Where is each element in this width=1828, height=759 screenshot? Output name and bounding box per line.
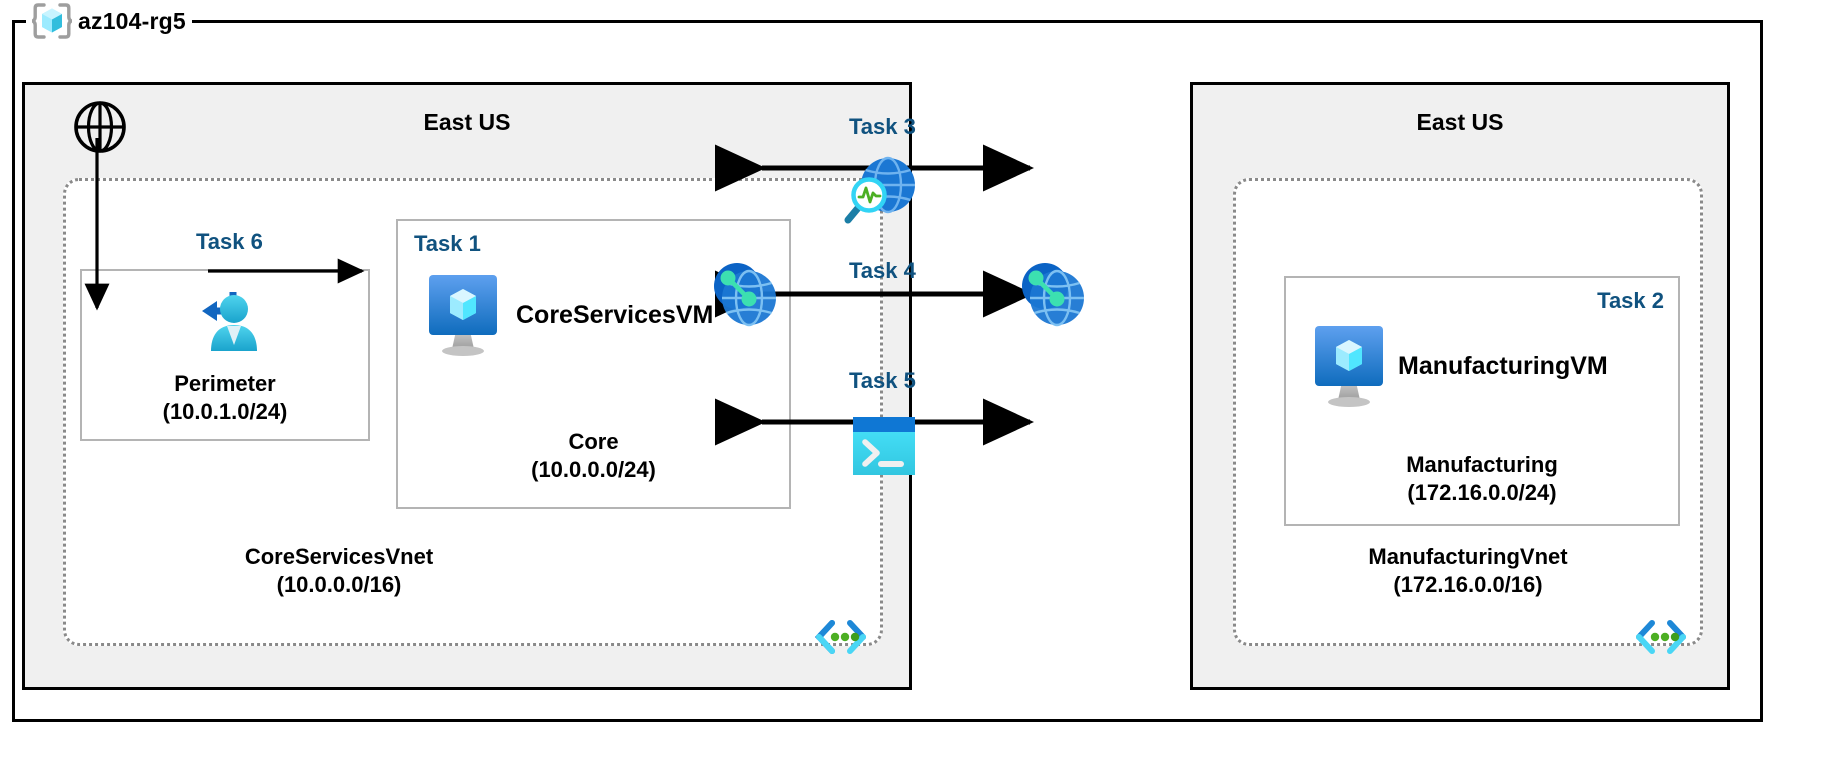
vnet-manufacturingvnet-name: ManufacturingVnet — [1368, 543, 1568, 569]
vnet-manufacturingvnet-caption: ManufacturingVnet (172.16.0.0/16) — [1236, 543, 1700, 599]
subnet-core-cidr: (10.0.0.0/24) — [531, 457, 656, 483]
subnet-manufacturing: Task 2 — [1284, 276, 1680, 526]
subnet-core-name: Core — [568, 428, 619, 454]
virtual-machine-icon — [1312, 324, 1386, 410]
subnet-perimeter-cidr: (10.0.1.0/24) — [162, 399, 288, 425]
network-watcher-globe-magnifier-icon — [838, 152, 928, 232]
globe-internet-icon — [72, 99, 128, 155]
vnet-peering-icon — [710, 258, 780, 330]
subnet-manufacturing-cidr: (172.16.0.0/24) — [1407, 480, 1557, 506]
region-label-left: East US — [423, 109, 511, 135]
subnet-perimeter: Perimeter (10.0.1.0/24) — [80, 269, 370, 441]
azure-bastion-user-icon — [187, 289, 263, 355]
region-label-right: East US — [1416, 109, 1504, 135]
subnet-perimeter-caption: Perimeter (10.0.1.0/24) — [82, 370, 368, 427]
subnet-perimeter-name: Perimeter — [174, 370, 276, 396]
subnet-core: Task 1 — [396, 219, 791, 509]
resource-group-name: az104-rg5 — [78, 7, 186, 34]
vnet-angle-brackets-icon — [812, 615, 870, 659]
task-label-2: Task 2 — [1597, 288, 1664, 313]
vnet-coreservicesvnet: Perimeter (10.0.1.0/24) Task 6 Task 1 — [63, 178, 883, 654]
region-panel-left: East US — [22, 82, 912, 690]
task-label-4: Task 4 — [849, 258, 916, 283]
task-label-5: Task 5 — [849, 368, 916, 393]
subnet-core-caption: Core (10.0.0.0/24) — [398, 428, 789, 485]
resource-group-frame — [12, 20, 1763, 722]
vnet-coreservicesvnet-caption: CoreServicesVnet (10.0.0.0/16) — [54, 543, 624, 599]
vnet-coreservicesvnet-cidr: (10.0.0.0/16) — [276, 571, 402, 597]
vnet-manufacturingvnet-cidr: (172.16.0.0/16) — [1393, 571, 1543, 597]
subnet-manufacturing-caption: Manufacturing (172.16.0.0/24) — [1286, 451, 1678, 508]
azure-resource-group-icon — [32, 1, 72, 41]
vnet-manufacturingvnet: Task 2 — [1233, 178, 1703, 654]
task-label-1: Task 1 — [414, 231, 481, 256]
virtual-machine-icon — [426, 273, 500, 359]
task-label-3: Task 3 — [849, 114, 916, 139]
vnet-peering-icon — [1018, 258, 1088, 330]
cloud-shell-terminal-icon — [851, 415, 917, 477]
vnet-angle-brackets-icon — [1632, 615, 1690, 659]
region-panel-right: East US Task 2 — [1190, 82, 1730, 690]
vnet-coreservicesvnet-name: CoreServicesVnet — [244, 543, 434, 569]
vm-label-coreservicesvm: CoreServicesVM — [516, 301, 714, 329]
subnet-manufacturing-name: Manufacturing — [1406, 451, 1558, 477]
resource-group-header: az104-rg5 — [26, 1, 192, 41]
task-label-6: Task 6 — [196, 229, 263, 254]
vm-label-manufacturingvm: ManufacturingVM — [1398, 352, 1608, 380]
